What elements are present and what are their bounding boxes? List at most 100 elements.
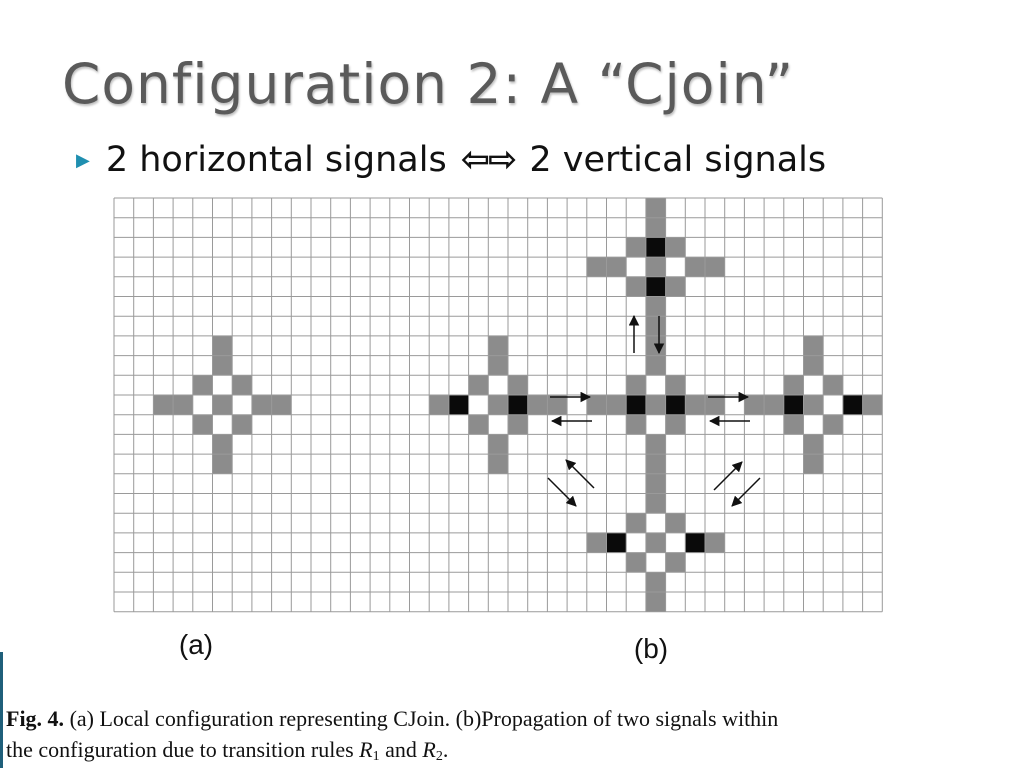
rule-subscript: 2 [435, 749, 443, 764]
gray-cell [626, 552, 646, 573]
gray-cell [645, 316, 666, 336]
slide-edge-bar [0, 652, 3, 768]
caption-text-4: . [442, 737, 449, 762]
signal-cell [842, 395, 863, 415]
gray-cell [645, 434, 666, 455]
gray-cell [271, 395, 292, 415]
gray-cell [645, 592, 666, 612]
gray-cell [192, 414, 213, 435]
gray-cell [586, 395, 607, 415]
gray-cell [744, 395, 765, 415]
gray-cell [645, 355, 666, 376]
rule-subscript: 1 [372, 749, 380, 764]
gray-cell [645, 532, 666, 553]
gray-cell [783, 375, 804, 395]
gray-cell [665, 552, 686, 573]
gray-cell [705, 395, 725, 415]
gray-cell [645, 395, 666, 415]
caption-line-2: the configuration due to transition rule… [6, 734, 1021, 765]
slide-title: Configuration 2: A “Cjoin” [62, 52, 795, 116]
gray-cell [645, 198, 666, 218]
bullet-text-left: 2 horizontal signals [105, 140, 447, 180]
gray-cell [823, 414, 843, 435]
gray-cell [488, 395, 508, 415]
rule-symbol: R [359, 737, 373, 762]
gray-cell [488, 434, 508, 455]
gray-cell [251, 395, 272, 415]
gray-cell [645, 493, 666, 514]
bidirectional-arrow-icon: ⇦⇨ [460, 140, 518, 180]
gray-cell [705, 257, 725, 277]
gray-cell [803, 355, 824, 376]
caption-text-1: (a) Local configuration representing CJo… [64, 706, 779, 731]
gray-cell [665, 414, 686, 435]
gray-cell [803, 395, 824, 415]
gray-cell [173, 395, 193, 415]
gray-cell [862, 395, 883, 415]
gray-cell [665, 513, 686, 533]
gray-cell [645, 473, 666, 494]
gray-cell [665, 375, 686, 395]
gray-cell [665, 276, 686, 297]
cells-layer [114, 198, 883, 612]
signal-cell [645, 237, 666, 258]
gray-cell [645, 335, 666, 356]
gray-cell [626, 276, 646, 297]
gray-cell [606, 395, 627, 415]
bullet-item: ▶ 2 horizontal signals ⇦⇨ 2 vertical sig… [76, 140, 826, 180]
gray-cell [212, 335, 233, 356]
caption-text-2: the configuration due to transition rule… [6, 737, 360, 762]
caption-label: Fig. 4. [6, 706, 65, 731]
gray-cell [705, 532, 725, 553]
signal-cell [508, 395, 528, 415]
gray-cell [468, 375, 489, 395]
gray-cell [508, 375, 528, 395]
signal-arrows [547, 314, 761, 507]
signal-cell [645, 276, 666, 297]
gray-cell [232, 375, 252, 395]
gray-cell [586, 532, 607, 553]
gray-cell [803, 454, 824, 474]
gray-cell [626, 375, 646, 395]
gray-cell [764, 395, 784, 415]
gray-cell [626, 237, 646, 258]
gray-cell [665, 237, 686, 258]
signal-cell [606, 532, 627, 553]
arrow-diagonal [731, 477, 761, 507]
signal-cell [626, 395, 646, 415]
gray-cell [645, 257, 666, 277]
gray-cell [212, 355, 233, 376]
gray-cell [192, 375, 213, 395]
gray-cell [527, 395, 548, 415]
caption-line-1: Fig. 4. (a) Local configuration represen… [6, 703, 1021, 734]
gray-cell [645, 572, 666, 592]
gray-cell [685, 395, 705, 415]
gray-cell [803, 335, 824, 356]
bullet-text-right: 2 vertical signals [529, 140, 827, 180]
gray-cell [232, 414, 252, 435]
panel-label-b: (b) [634, 633, 668, 664]
gray-cell [153, 395, 174, 415]
gray-cell [212, 434, 233, 455]
gray-cell [586, 257, 607, 277]
gray-cell [547, 395, 568, 415]
panel-label-a: (a) [179, 629, 213, 660]
gray-cell [488, 454, 508, 474]
gray-cell [488, 355, 508, 376]
gray-cell [212, 395, 233, 415]
gray-cell [645, 454, 666, 474]
gray-cell [468, 414, 489, 435]
caption-text-3: and [379, 737, 423, 762]
arrow-diagonal [713, 461, 743, 491]
gray-cell [685, 257, 705, 277]
triangle-right-icon: ▶ [76, 149, 90, 171]
gray-cell [508, 414, 528, 435]
gray-cell [783, 414, 804, 435]
gray-cell [823, 375, 843, 395]
gray-cell [645, 217, 666, 238]
figure-caption: Fig. 4. (a) Local configuration represen… [6, 703, 1021, 765]
arrow-diagonal [565, 459, 595, 489]
signal-cell [665, 395, 686, 415]
gray-cell [803, 434, 824, 455]
